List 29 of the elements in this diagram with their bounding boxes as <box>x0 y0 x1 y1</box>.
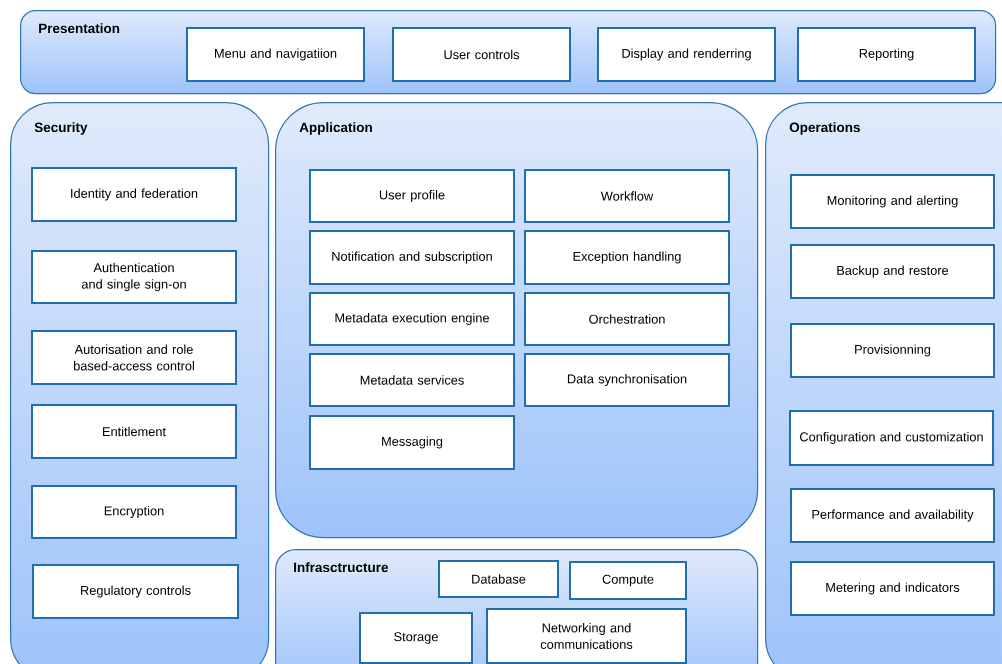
component-box: Reporting <box>797 27 976 82</box>
component-box: Data synchronisation <box>524 353 730 407</box>
component-box: Backup and restore <box>790 244 995 299</box>
component-box: User profile <box>309 169 515 223</box>
component-box: Workflow <box>524 169 730 223</box>
component-box: Exception handling <box>524 230 730 285</box>
component-box: Menu and navigatiion <box>186 27 365 82</box>
component-box: Configuration and customization <box>789 410 994 466</box>
component-box: Orchestration <box>524 292 730 346</box>
component-box: Autorisation and role based-access control <box>31 330 237 385</box>
component-box: Display and renderring <box>597 27 776 82</box>
component-box: Provisionning <box>790 323 995 378</box>
component-box: Performance and availability <box>790 488 995 543</box>
component-box: Compute <box>569 561 687 600</box>
component-box: Metering and indicators <box>790 561 995 616</box>
component-box: Metadata execution engine <box>309 292 515 346</box>
component-box: Notification and subscription <box>309 230 515 285</box>
component-box: Regulatory controls <box>32 564 239 619</box>
component-box: Identity and federation <box>31 167 237 222</box>
component-box: Messaging <box>309 415 515 470</box>
component-box: Metadata services <box>309 353 515 407</box>
component-box: Database <box>438 560 559 598</box>
component-box: Networking and communications <box>486 608 687 664</box>
component-box: Authentication and single sign-on <box>31 250 237 304</box>
component-box: Entitlement <box>31 404 237 459</box>
component-box: Encryption <box>31 485 237 539</box>
component-box: User controls <box>392 27 571 82</box>
component-box: Monitoring and alerting <box>790 174 995 229</box>
component-box: Storage <box>359 612 473 664</box>
